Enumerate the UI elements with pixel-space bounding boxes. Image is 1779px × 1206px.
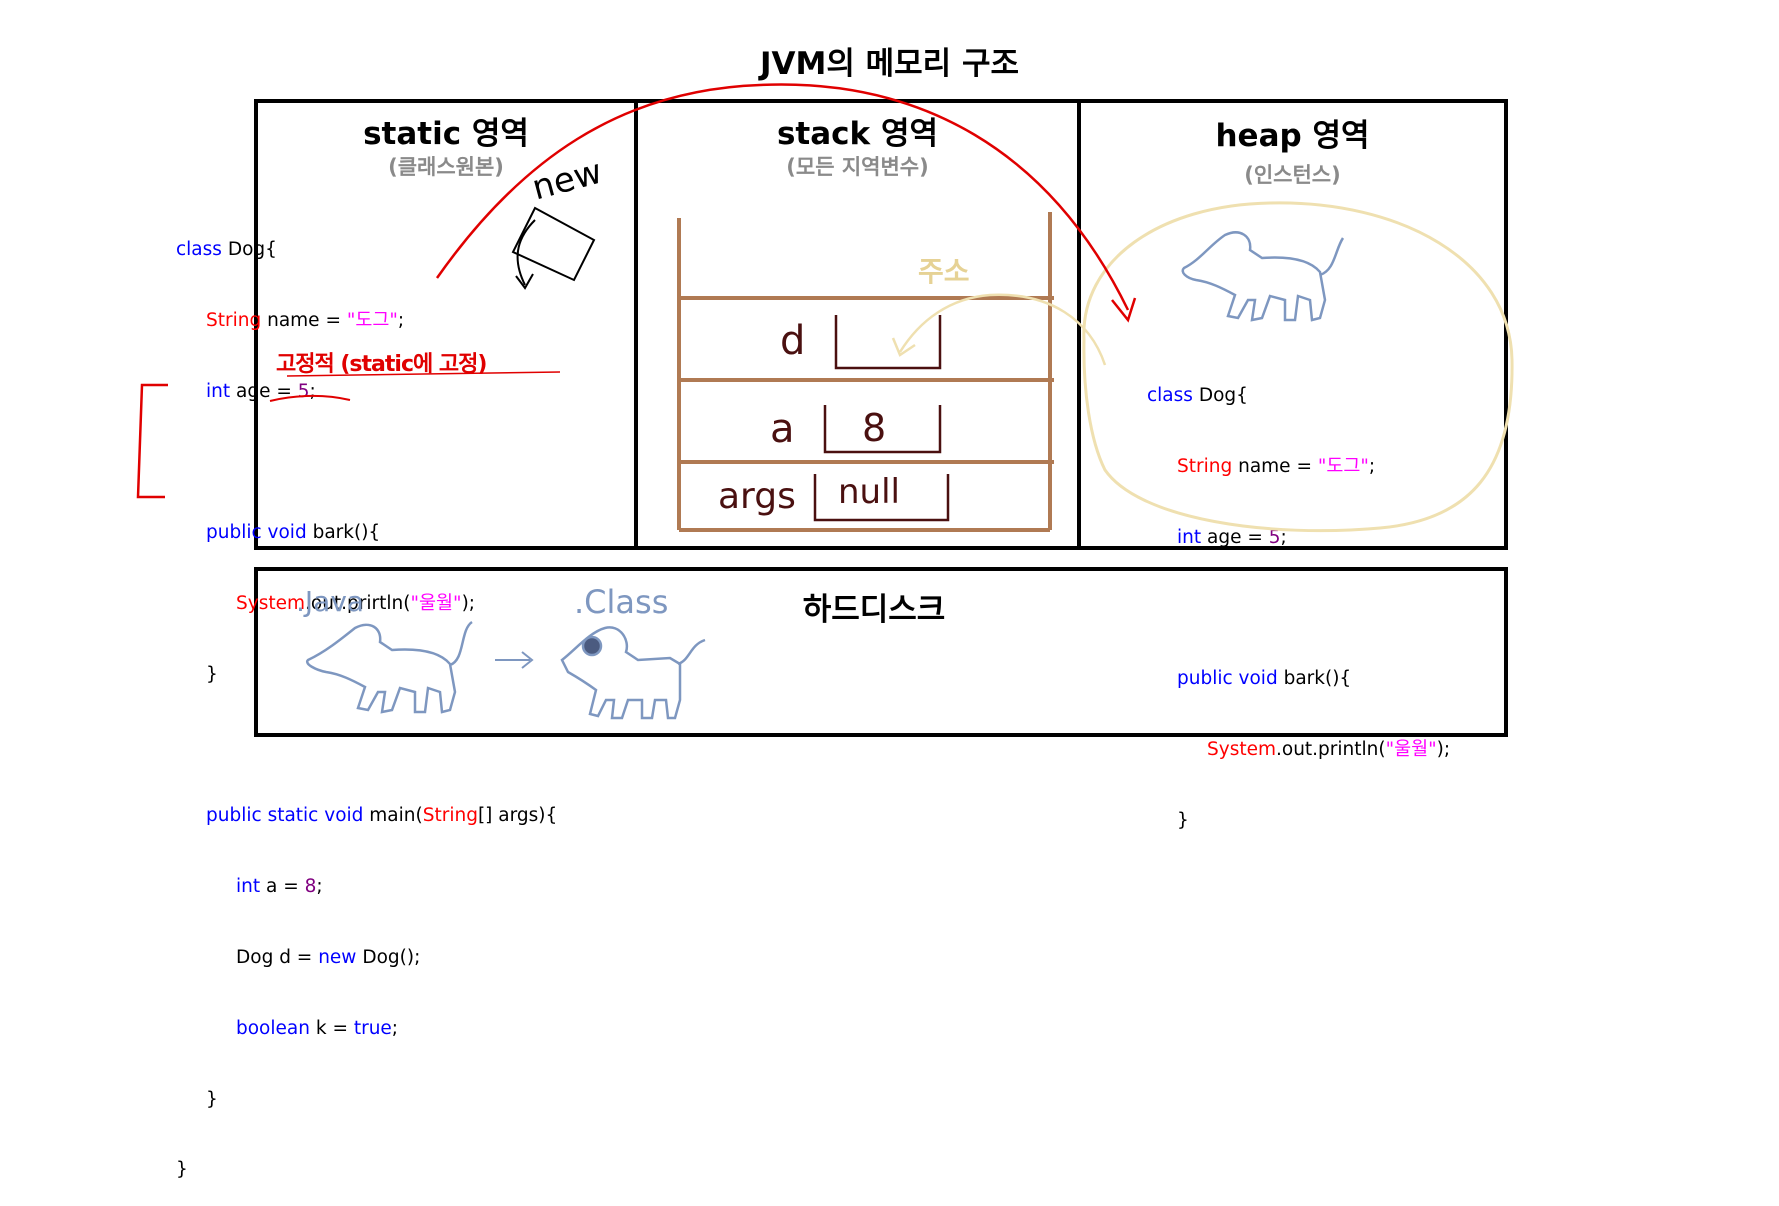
heap-area-title: heap 영역 — [1215, 118, 1370, 154]
code-line: } — [176, 1159, 188, 1181]
address-arrow-head — [891, 337, 916, 357]
code-line: int a = 8; — [236, 876, 323, 898]
handdrawn-overlay — [136, 83, 1514, 720]
code-line: class Dog{ — [176, 239, 277, 261]
code-line: String name = "도그"; — [206, 309, 405, 331]
stack-value-boxes — [813, 315, 950, 522]
address-arrow — [898, 293, 1107, 366]
code-line: public static void main(String[] args){ — [206, 805, 558, 827]
code-line: } — [206, 1088, 218, 1110]
compile-arrow-head — [521, 651, 534, 669]
java-file-label: .Java — [296, 585, 365, 618]
harddisk-title: 하드디스크 — [802, 592, 946, 628]
static-underline — [269, 394, 351, 402]
stack-area-title: stack 영역 — [776, 116, 938, 152]
code-line: class Dog{ — [1147, 385, 1248, 407]
new-object-arrow-head — [515, 273, 534, 290]
stack-value-args: null — [838, 472, 900, 512]
code-line: int age = 5; — [206, 380, 316, 402]
heap-area-subtitle: (인스턴스) — [1244, 163, 1341, 187]
new-object-box — [511, 206, 596, 282]
stack-var-d: d — [780, 318, 806, 364]
page-title: JVM의 메모리 구조 — [759, 46, 1020, 82]
code-line: String name = "도그"; — [1177, 455, 1376, 477]
code-line: System.out.println("울월"); — [1207, 739, 1451, 761]
new-instance-arrow — [435, 83, 1130, 311]
static-area-subtitle: (클래스원본) — [388, 155, 504, 179]
class-file-label: .Class — [574, 583, 669, 621]
code-line: int age = 5; — [1177, 526, 1287, 548]
main-method-bracket — [136, 383, 168, 499]
harddisk-box — [254, 567, 1508, 737]
stack-area-subtitle: (모든 지역변수) — [786, 155, 929, 179]
static-stack-divider — [634, 99, 638, 550]
code-line: public void bark(){ — [1177, 668, 1352, 690]
heap-code-block: class Dog{ String name = "도그"; int age =… — [1147, 337, 1450, 856]
heap-dog-icon — [1181, 231, 1345, 322]
static-fixed-annotation: 고정적 (static에 고정) — [276, 352, 487, 377]
java-dog-icon — [305, 620, 473, 714]
class-dog-icon — [560, 626, 706, 720]
stack-value-a: 8 — [862, 406, 887, 450]
address-annotation: 주소 — [918, 255, 970, 288]
code-line: Dog d = new Dog(); — [236, 947, 421, 968]
heap-instance-circle — [1082, 201, 1514, 533]
code-line: boolean k = true; — [236, 1017, 399, 1039]
code-line: System.out.prirtln("울월"); — [236, 593, 476, 615]
code-line: } — [206, 663, 218, 685]
stack-var-a: a — [770, 406, 795, 452]
stack-var-args: args — [718, 476, 796, 517]
code-line: public void bark(){ — [206, 522, 381, 544]
new-object-arrow — [516, 219, 536, 286]
fixed-note-underline — [286, 371, 561, 377]
stack-frame — [677, 212, 1054, 532]
code-line: } — [1177, 809, 1189, 831]
static-area-title: static 영역 — [363, 116, 529, 152]
new-instance-arrow-head — [1111, 297, 1137, 323]
